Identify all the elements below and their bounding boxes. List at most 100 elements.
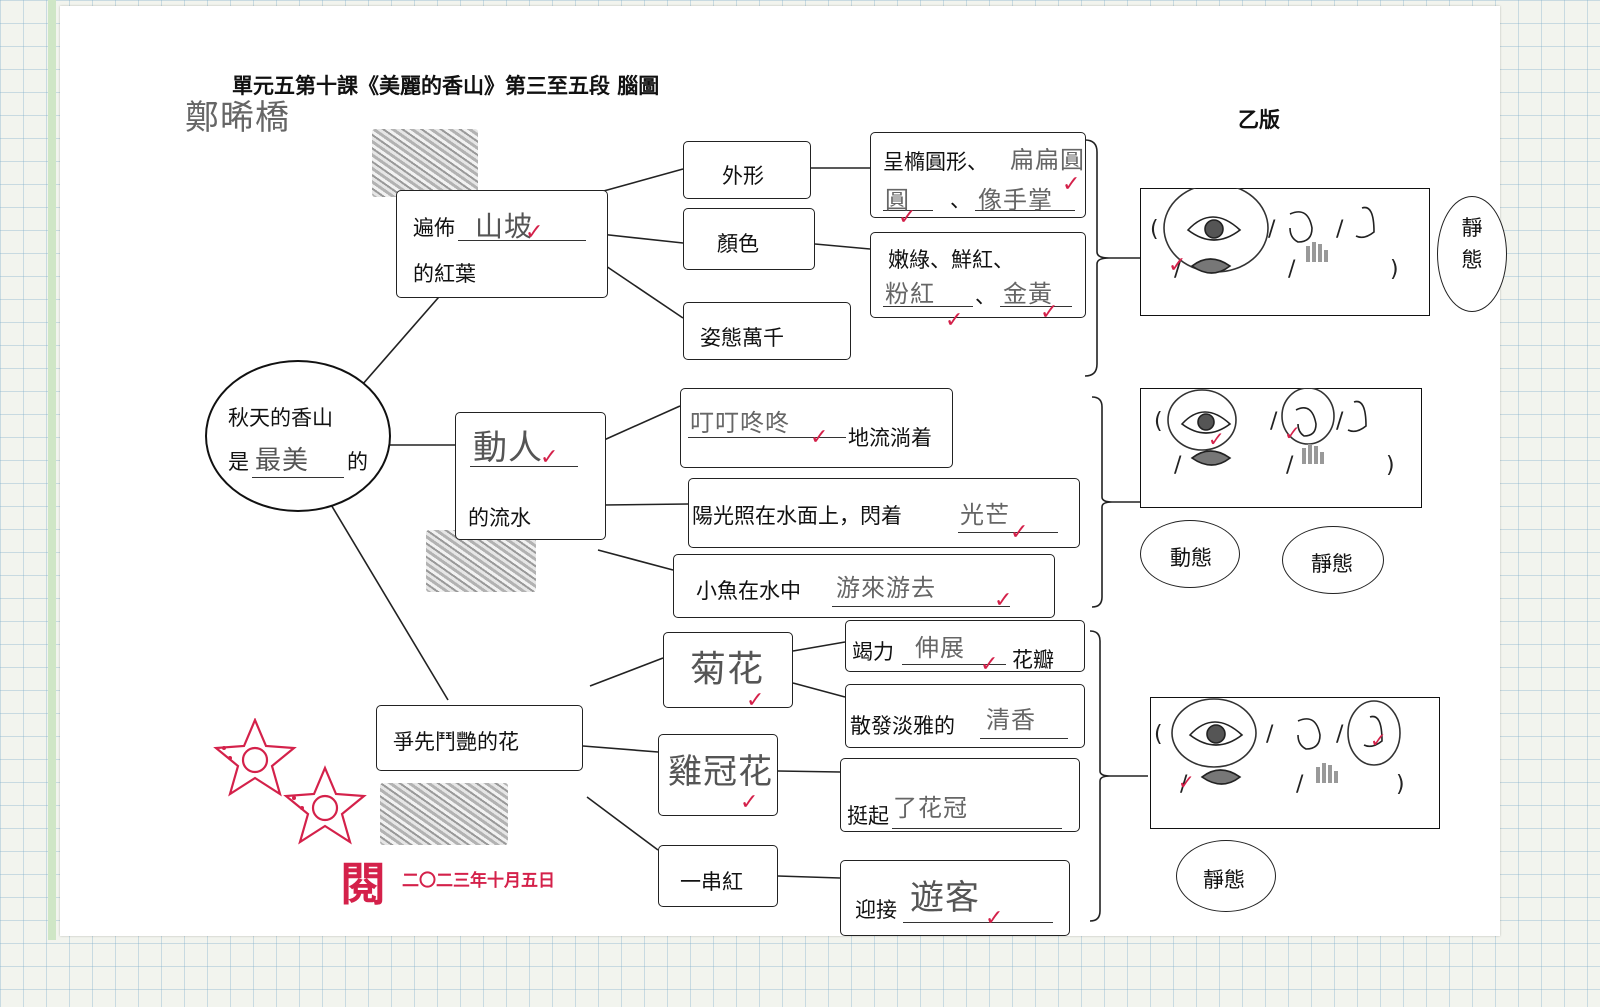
water-answer: 動人: [473, 428, 543, 468]
svg-text:/: /: [1336, 409, 1344, 434]
center-line2: 是: [228, 450, 249, 474]
review-date: 二〇二三年十月五日: [402, 871, 555, 891]
student-name: 鄭晞橋: [185, 98, 290, 138]
chrysanthemum-detail-2-prefix: 散發淡雅的: [850, 714, 955, 738]
shape-answer-3: 像手掌: [978, 186, 1053, 214]
senses-box-water: [1140, 388, 1422, 508]
state-badge-leaves: [1437, 196, 1507, 312]
water-suffix: 的流水: [468, 506, 531, 530]
state-badge-flowers: [1176, 840, 1276, 912]
cockscomb-detail: [840, 758, 1080, 832]
check-mark: ✓: [1010, 520, 1029, 545]
state-badge-water-2: [1282, 526, 1384, 594]
cockscomb-detail-prefix: 挺起: [847, 804, 889, 828]
cockscomb-blank: [892, 828, 1062, 829]
chrysanthemum-answer-2: 清香: [986, 706, 1036, 734]
shape-node: [683, 141, 811, 199]
svg-text:✓: ✓: [1178, 770, 1195, 794]
flowers-photo: [380, 783, 508, 845]
salvia-answer: 遊客: [910, 878, 980, 918]
svg-text:✓: ✓: [1208, 427, 1225, 451]
color-blank-1: [883, 306, 973, 307]
salvia-label: 一串紅: [680, 870, 743, 894]
svg-text:✓: ✓: [1168, 253, 1186, 278]
center-answer: 最美: [255, 446, 310, 476]
shape-answer-2: 圓: [885, 186, 910, 214]
chrysanthemum-node: [663, 632, 793, 708]
maple-tree-photo: [372, 129, 478, 197]
version-label: 乙版: [1238, 108, 1280, 132]
svg-text:/: /: [1288, 257, 1296, 282]
svg-text:(: (: [1154, 722, 1163, 747]
color-answer-2: 金黃: [1003, 280, 1053, 308]
svg-text:/: /: [1174, 453, 1182, 478]
chrysanthemum-detail-1: [845, 620, 1085, 672]
color-separator: 、: [975, 284, 996, 308]
chrysanthemum-detail-1-suffix: 花瓣: [1012, 648, 1054, 672]
pose-label: 姿態萬千: [700, 326, 784, 350]
water-sound-blank: [688, 437, 846, 438]
salvia-blank: [903, 922, 1053, 923]
reviewed-stamp: 閱: [340, 857, 386, 911]
water-node: [455, 412, 606, 540]
svg-text:): ): [1386, 453, 1395, 478]
cockscomb-answer: 雞冠花: [668, 752, 773, 792]
color-node: [683, 208, 815, 270]
svg-text:/: /: [1286, 453, 1294, 478]
stream-photo: [426, 530, 536, 592]
color-detail-node: [870, 232, 1086, 318]
cockscomb-node: [658, 734, 778, 816]
water-fish-blank: [832, 606, 1010, 607]
water-sound-answer: 叮叮咚咚: [690, 409, 790, 437]
state-text-flowers: 靜態: [1203, 868, 1245, 892]
svg-text:/: /: [1174, 257, 1182, 282]
shape-detail-text: 呈橢圓形、: [883, 150, 988, 174]
chrysanthemum-blank-2: [980, 738, 1068, 739]
svg-text:/: /: [1336, 217, 1344, 242]
svg-text:): ): [1390, 257, 1399, 282]
leaves-answer: 山坡: [475, 210, 534, 243]
salvia-detail: [840, 860, 1070, 936]
check-mark: ✓: [985, 906, 1004, 931]
water-sun-node: [688, 478, 1080, 548]
leaves-suffix: 的紅葉: [413, 262, 476, 286]
chrysanthemum-detail-1-prefix: 竭力: [852, 640, 894, 664]
cockscomb-answer-detail: 了花冠: [893, 794, 968, 822]
water-fish-prefix: 小魚在水中: [696, 579, 801, 603]
check-mark: ✓: [898, 205, 917, 230]
check-mark: ✓: [1040, 300, 1059, 325]
center-line1: 秋天的香山: [228, 406, 333, 430]
chrysanthemum-blank-1: [902, 664, 1006, 665]
check-mark: ✓: [1062, 172, 1081, 197]
check-mark: ✓: [525, 220, 544, 245]
senses-icons-water: ( / / / / ) ✓ ✓: [1154, 388, 1395, 478]
shape-label: 外形: [722, 164, 764, 188]
pose-node: [683, 302, 851, 360]
shape-answer-1: 扁扁圓: [1010, 146, 1085, 174]
check-mark: ✓: [980, 652, 999, 677]
water-sound-suffix: 地流淌着: [848, 426, 932, 450]
senses-icons-leaves: ( / / / / ) ✓: [1150, 188, 1399, 282]
color-answer-1: 粉紅: [885, 280, 935, 308]
svg-text:/: /: [1180, 772, 1188, 797]
check-mark: ✓: [810, 425, 829, 450]
leaves-blank-line: [458, 240, 586, 241]
flowers-label: 爭先鬥艷的花: [393, 730, 519, 754]
salvia-detail-prefix: 迎接: [855, 898, 897, 922]
center-suffix: 的: [347, 450, 368, 474]
senses-open-paren: (: [1150, 217, 1159, 242]
leaves-node: [396, 190, 608, 298]
state-text-leaves: 靜態: [1461, 216, 1483, 272]
center-blank-line: [252, 477, 344, 478]
color-detail-text: 嫩綠、鮮紅、: [888, 248, 1014, 272]
salvia-node: [658, 845, 778, 907]
star-stamps: [213, 718, 367, 845]
shape-separator: 、: [950, 188, 971, 212]
shape-blank-1: [883, 210, 933, 211]
shape-detail-node: [870, 132, 1086, 218]
water-sun-blank: [958, 532, 1058, 533]
senses-box-leaves: [1140, 188, 1430, 316]
state-badge-water-1: [1140, 520, 1240, 588]
chrysanthemum-detail-2: [845, 684, 1085, 748]
